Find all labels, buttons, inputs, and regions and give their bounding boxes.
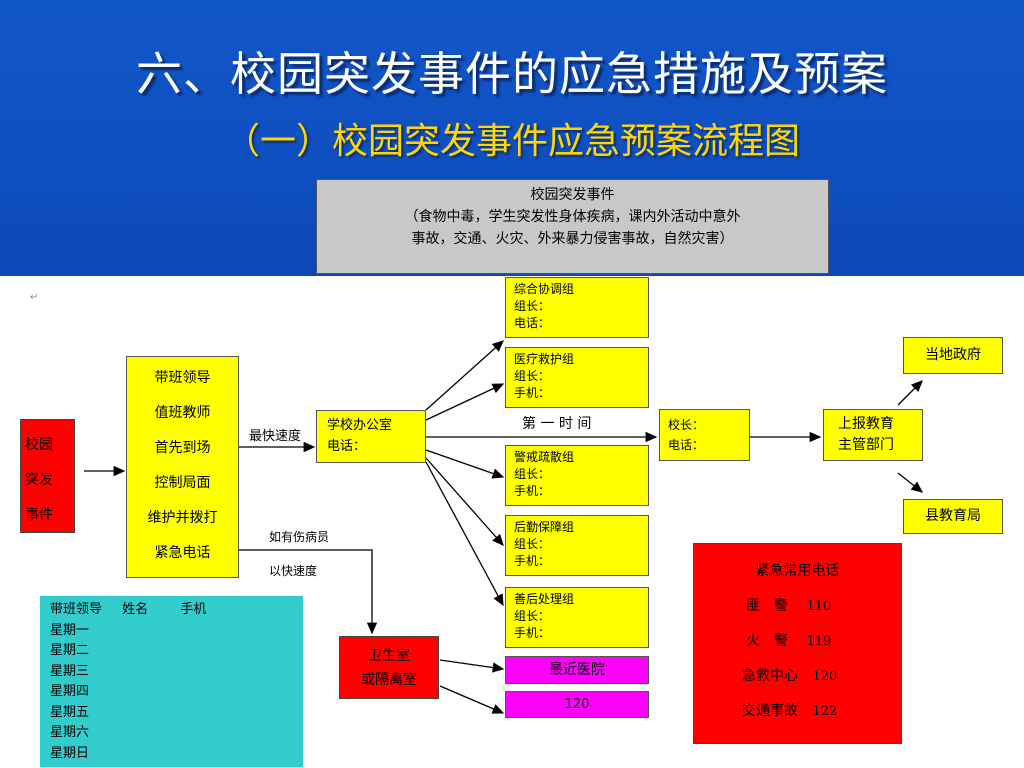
event-box-line3: 事故，交通、火灾、外来暴力侵害事故，自然灾害） <box>411 231 734 247</box>
group-leader: 组长： <box>514 537 551 551</box>
arrow-office-to-group3 <box>425 449 505 479</box>
roster-day: 星期二 <box>50 643 90 658</box>
roster-day: 星期四 <box>50 684 90 699</box>
emergency-item-fire: 火 警 119 <box>694 624 901 659</box>
campus-emergency-line2: 突发 <box>25 472 53 488</box>
group-box-coordination: 综合协调组 组长： 电话： <box>505 277 649 338</box>
duty-steps-box: 带班领导 值班教师 首先到场 控制局面 维护并拨打 紧急电话 <box>126 356 239 578</box>
roster-day: 星期三 <box>50 663 90 679</box>
principal-name: 校长： <box>668 418 705 432</box>
emergency-title: 紧急常用电话 <box>755 563 840 579</box>
roster-day: 星期日 <box>50 745 90 761</box>
principal-phone: 电话： <box>668 438 705 452</box>
campus-emergency-box: 校园 突发 事件 <box>20 419 75 533</box>
emergency-name: 火 警 <box>746 633 788 649</box>
arrow-office-to-group2 <box>425 383 505 421</box>
group-box-medical: 医疗救护组 组长： 手机： <box>505 347 649 408</box>
local-government-label: 当地政府 <box>925 347 981 363</box>
group-name: 善后处理组 <box>514 592 575 606</box>
duty-step-6: 紧急电话 <box>154 545 211 561</box>
emergency-name: 交通事故 <box>742 703 798 719</box>
emergency-number: 119 <box>806 634 832 649</box>
group-box-logistics: 后勤保障组 组长： 手机： <box>505 515 649 576</box>
campus-emergency-line3: 事件 <box>25 507 53 523</box>
roster-day: 星期六 <box>50 725 90 740</box>
roster-day: 星期五 <box>50 704 90 720</box>
arrow-office-to-group1 <box>425 340 504 411</box>
group-leader: 组长： <box>514 369 551 383</box>
group-phone: 电话： <box>514 316 551 330</box>
emergency-name: 急救中心 <box>742 668 798 684</box>
emergency-number: 122 <box>812 704 838 719</box>
label-first-time: 第 一 时 间 <box>522 416 592 432</box>
duty-roster-header: 带班领导 姓名 手机 <box>50 600 293 621</box>
slide-title: 六、校园突发事件的应急措施及预案 <box>136 47 888 101</box>
roster-header-leader: 带班领导 <box>50 602 103 617</box>
report-line1: 上报教育 <box>838 416 894 432</box>
arrow-duty-to-clinic <box>239 549 378 635</box>
duty-step-2: 值班教师 <box>154 405 211 421</box>
event-description-box: 校园突发事件 （食物中毒，学生突发性身体疾病，课内外活动中意外 事故，交通、火灾… <box>316 179 829 274</box>
local-government-box: 当地政府 <box>903 337 1003 374</box>
group-phone: 手机： <box>514 626 551 640</box>
label-quick-speed: 以快速度 <box>269 564 318 578</box>
clinic-line2: 或隔离室 <box>361 672 417 688</box>
ambulance-120-label: 120 <box>564 697 590 712</box>
slide-subtitle: （一）校园突发事件应急预案流程图 <box>223 121 800 162</box>
emergency-number: 120 <box>812 669 838 684</box>
arrow-clinic-to-120 <box>439 685 505 714</box>
clinic-isolation-box: 卫生室 或隔离室 <box>339 636 439 699</box>
emergency-name: 匪 警 <box>746 598 788 614</box>
report-education-box: 上报教育 主管部门 <box>823 409 923 461</box>
report-line2: 主管部门 <box>838 437 894 453</box>
duty-step-1: 带班领导 <box>154 370 211 386</box>
group-name: 综合协调组 <box>514 282 575 296</box>
duty-step-4: 控制局面 <box>154 475 211 491</box>
principal-box: 校长： 电话： <box>659 409 750 461</box>
county-bureau-label: 县教育局 <box>925 508 981 524</box>
ambulance-120-box: 120 <box>505 691 649 718</box>
arrow-clinic-to-hospital <box>439 659 505 673</box>
group-box-aftermath: 善后处理组 组长： 手机： <box>505 587 649 648</box>
emergency-phones-box: 紧急常用电话 匪 警 110 火 警 119 急救中心 120 交通事故 122 <box>693 543 902 744</box>
group-phone: 手机： <box>514 554 551 568</box>
emergency-item-ambulance: 急救中心 120 <box>694 659 901 694</box>
group-name: 后勤保障组 <box>514 520 575 534</box>
school-office-phone: 电话： <box>327 439 367 454</box>
emergency-number: 110 <box>806 599 832 614</box>
nearest-hospital-label: 最近医院 <box>549 662 605 678</box>
group-leader: 组长： <box>514 467 551 481</box>
arrow-office-to-group4 <box>425 457 504 546</box>
group-leader: 组长： <box>514 299 551 313</box>
emergency-item-traffic: 交通事故 122 <box>694 694 901 729</box>
event-box-line1: 校园突发事件 <box>530 187 615 203</box>
roster-header-phone: 手机 <box>180 602 207 617</box>
event-box-line2: （食物中毒，学生突发性身体疾病，课内外活动中意外 <box>404 209 741 225</box>
duty-step-3: 首先到场 <box>154 440 211 456</box>
return-mark: ↵ <box>30 292 39 303</box>
duty-roster-table: 带班领导 姓名 手机 星期一 星期二 星期三 星期四 星期五 星期六 星期日 <box>40 596 303 767</box>
campus-emergency-line1: 校园 <box>25 437 53 453</box>
nearest-hospital-box: 最近医院 <box>505 656 649 684</box>
duty-step-5: 维护并拨打 <box>147 510 218 526</box>
roster-header-name: 姓名 <box>122 602 149 617</box>
roster-day: 星期一 <box>50 622 90 638</box>
clinic-line1: 卫生室 <box>368 648 410 664</box>
county-bureau-box: 县教育局 <box>903 499 1003 534</box>
label-fastest-speed: 最快速度 <box>249 429 302 444</box>
arrow-report-to-county <box>897 472 924 493</box>
label-if-injured: 如有伤病员 <box>269 530 330 544</box>
group-phone: 手机： <box>514 484 551 498</box>
emergency-item-police: 匪 警 110 <box>694 589 901 624</box>
school-office-box: 学校办公室 电话： <box>316 410 426 463</box>
arrow-office-to-group5 <box>425 461 504 607</box>
group-leader: 组长： <box>514 609 551 623</box>
group-phone: 手机： <box>514 386 551 400</box>
school-office-name: 学校办公室 <box>327 418 393 433</box>
group-box-security: 警戒疏散组 组长： 手机： <box>505 445 649 506</box>
group-name: 医疗救护组 <box>514 352 575 366</box>
arrow-report-to-gov <box>897 380 923 406</box>
group-name: 警戒疏散组 <box>514 450 575 464</box>
